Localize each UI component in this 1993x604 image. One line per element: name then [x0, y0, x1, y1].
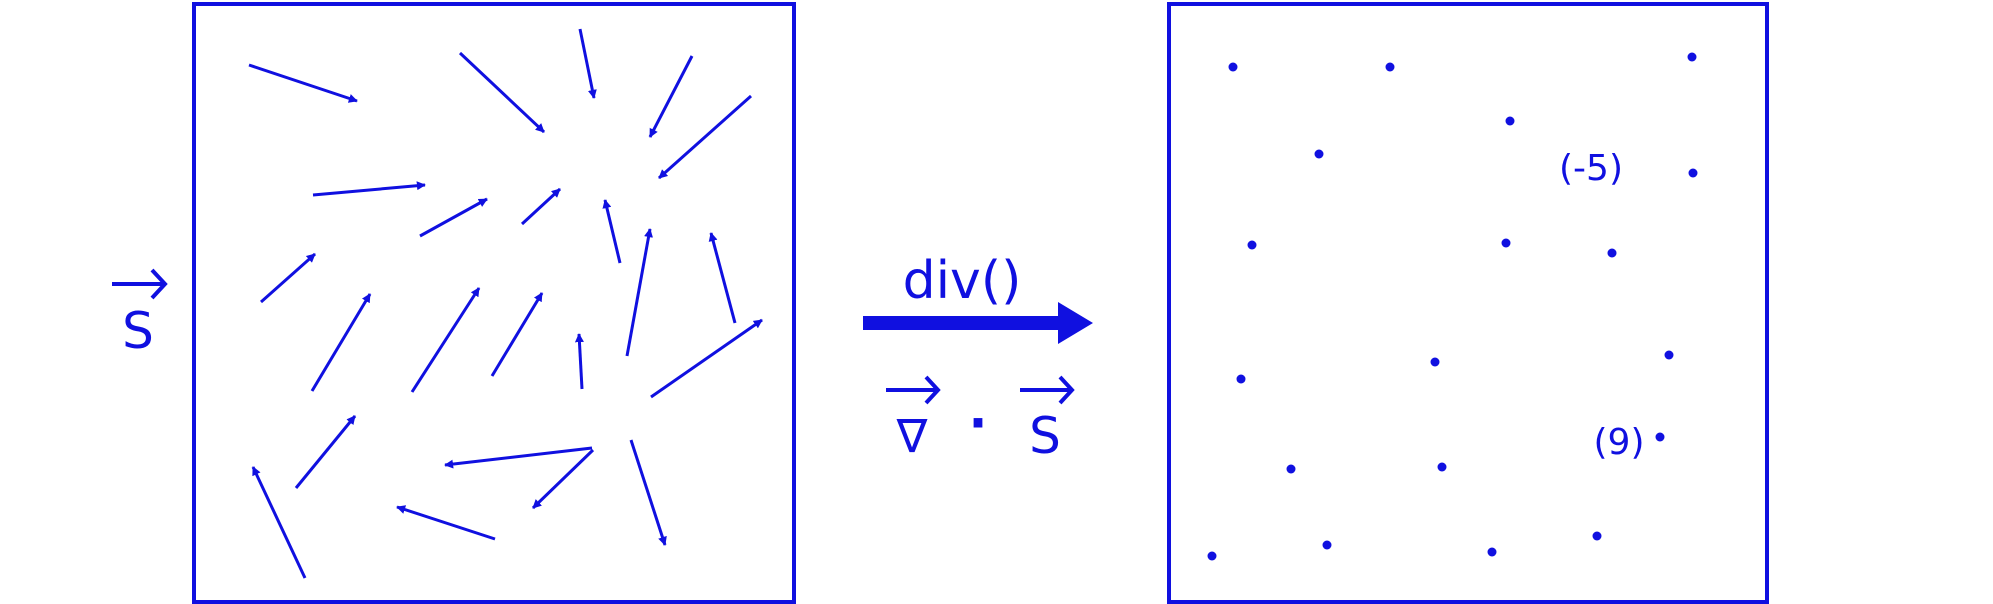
divergence-point — [1664, 350, 1674, 360]
divergence-point — [1385, 62, 1395, 72]
dot-operator: · — [969, 394, 988, 452]
field-vector-arrow — [419, 197, 488, 238]
field-vector-arrow — [310, 293, 372, 392]
operator-arrow-shaft — [863, 316, 1063, 330]
field-vector-arrow — [625, 228, 653, 357]
operand-vector-arrowhead-icon — [1058, 375, 1075, 405]
divergence-point — [1236, 374, 1246, 384]
field-vector-arrow — [658, 94, 752, 180]
divergence-point — [1314, 149, 1324, 159]
operand-symbol: S — [1029, 407, 1061, 465]
divergence-point — [1207, 551, 1217, 561]
divergence-point — [1286, 464, 1296, 474]
divergence-point — [1430, 357, 1440, 367]
field-vector-arrow — [648, 55, 694, 138]
operator-arrow-head-icon — [1058, 302, 1093, 344]
operator-name: div() — [903, 251, 1022, 311]
divergence-point — [1592, 531, 1602, 541]
divergence-panel — [1167, 2, 1769, 604]
divergence-point — [1505, 116, 1515, 126]
field-vector-arrow — [396, 505, 496, 541]
field-vector-arrow — [444, 446, 593, 469]
field-vector-arrow — [410, 287, 481, 393]
field-vector-arrow — [602, 199, 622, 264]
vector-arrowhead-icon — [150, 268, 168, 300]
field-vector-arrow — [294, 415, 357, 489]
field-vector-arrow — [458, 51, 546, 134]
field-vector-arrow — [312, 181, 426, 197]
field-vector-arrow — [520, 187, 562, 226]
divergence-point — [1501, 238, 1511, 248]
annotation-positive: (9) — [1594, 422, 1645, 463]
annotation-negative: (-5) — [1559, 148, 1623, 189]
operator: div() ∇ · S — [863, 251, 1093, 465]
field-vector-arrow — [490, 292, 544, 377]
nabla-symbol: ∇ — [896, 409, 928, 463]
divergence-point — [1687, 52, 1697, 62]
field-vector-arrow — [650, 318, 763, 399]
divergence-point — [1655, 432, 1665, 442]
divergence-point — [1228, 62, 1238, 72]
field-vector-arrow — [578, 28, 597, 99]
nabla-vector-arrowhead-icon — [924, 375, 941, 405]
field-label: S — [112, 268, 168, 360]
divergence-point — [1437, 462, 1447, 472]
divergence-points — [1207, 52, 1698, 561]
field-vector-arrow — [629, 439, 667, 546]
divergence-point — [1322, 540, 1332, 550]
field-vector-arrow — [251, 466, 307, 579]
field-vector-arrow — [574, 333, 584, 390]
divergence-point — [1247, 240, 1257, 250]
divergence-point — [1607, 248, 1617, 258]
field-vector-arrow — [708, 232, 737, 324]
divergence-point — [1487, 547, 1497, 557]
field-vector-arrow — [531, 448, 595, 510]
vector-field-panel — [192, 2, 796, 604]
field-symbol: S — [122, 302, 154, 360]
vector-field — [248, 28, 763, 579]
field-vector-arrow — [260, 252, 316, 304]
field-vector-arrow — [248, 63, 358, 103]
divergence-point — [1688, 168, 1698, 178]
